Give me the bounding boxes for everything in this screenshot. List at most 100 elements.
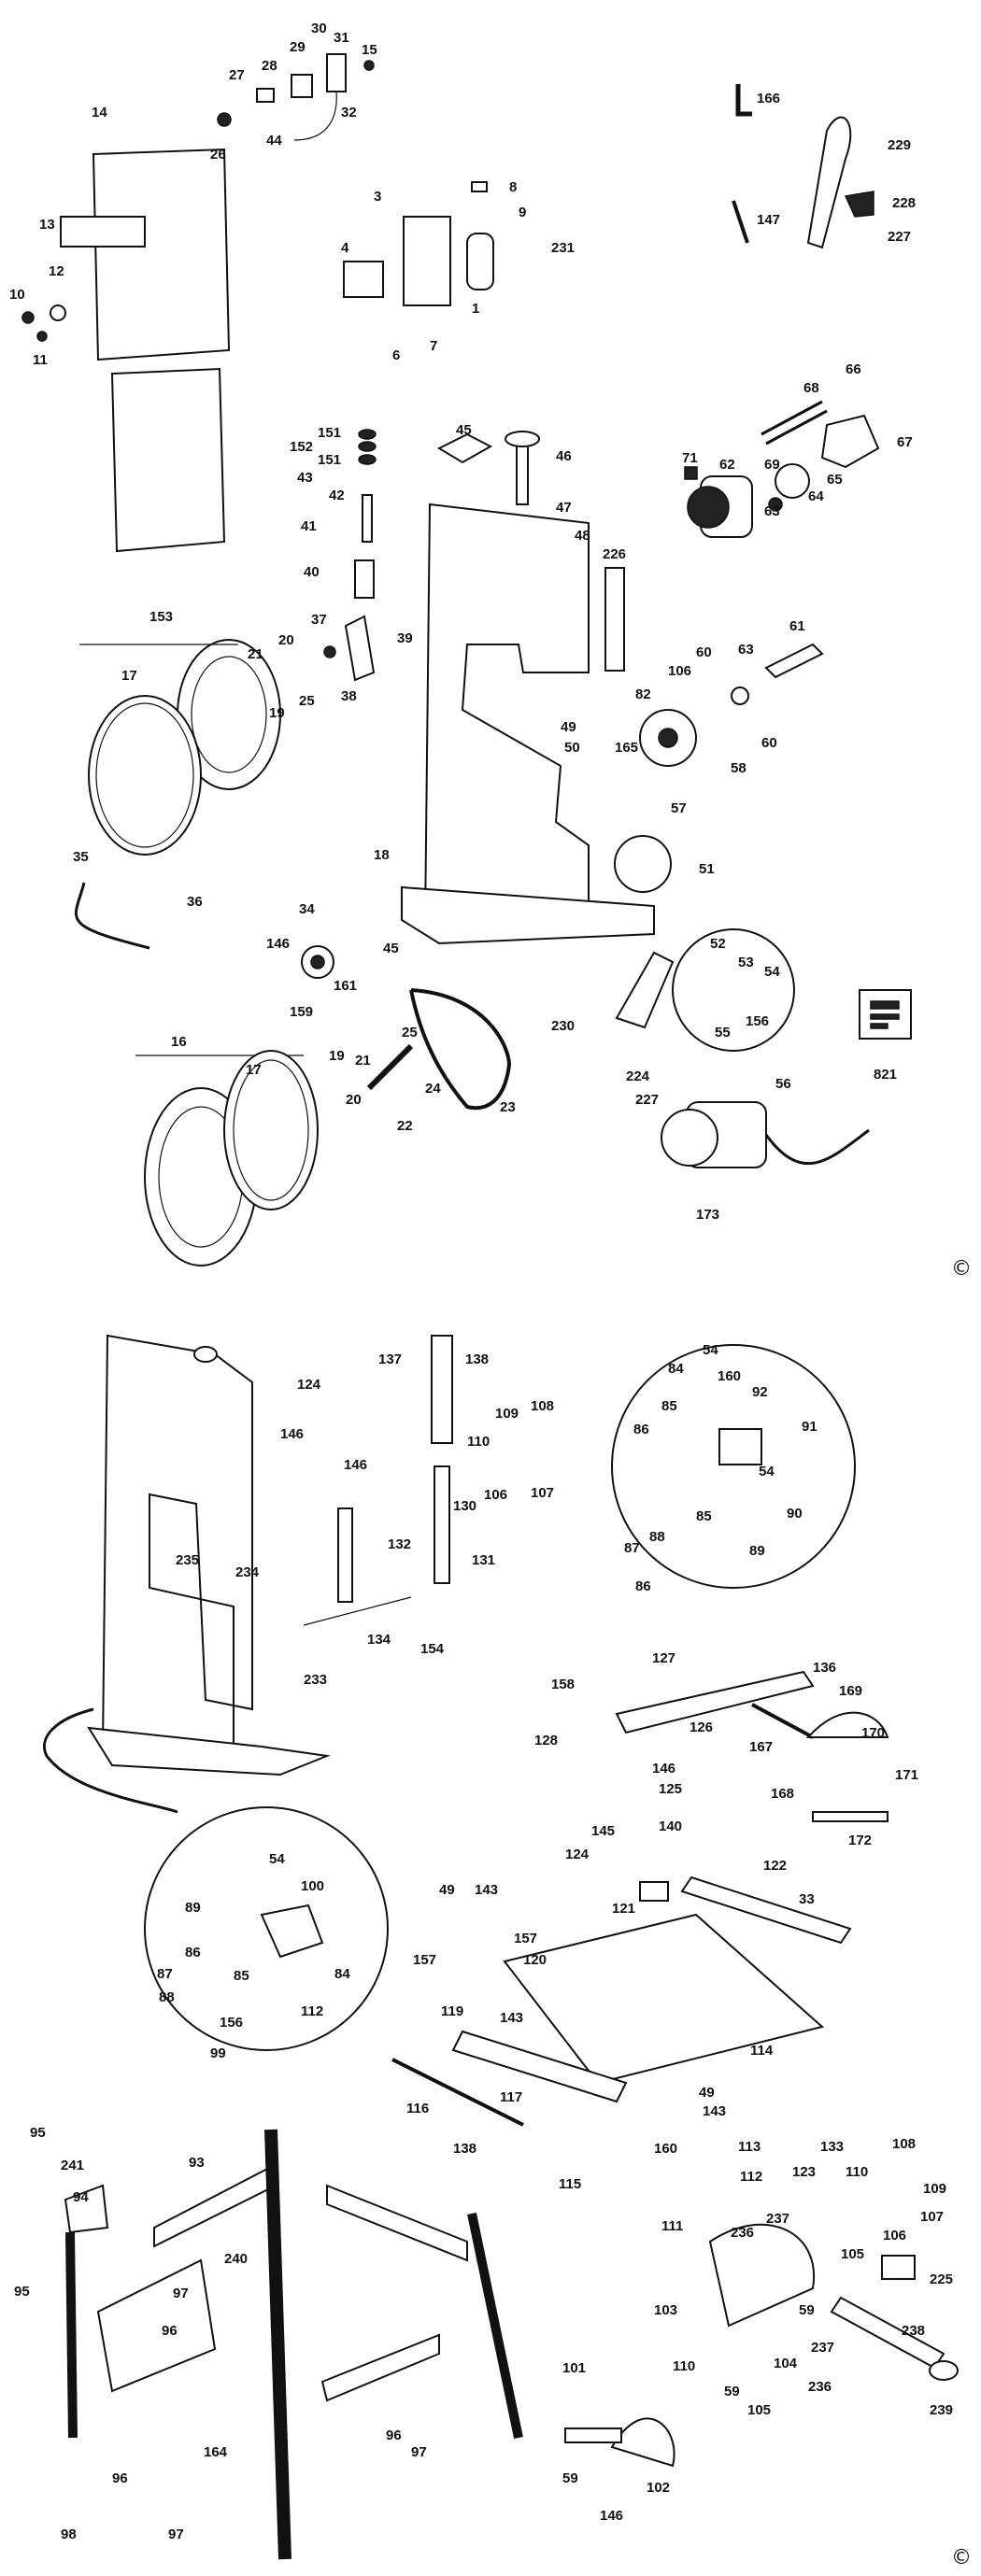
callout-label: 52 bbox=[710, 936, 726, 952]
callout-label: 61 bbox=[789, 618, 805, 634]
callout-label: 108 bbox=[531, 1398, 554, 1414]
callout-label: 96 bbox=[386, 2427, 402, 2443]
callout-label: 41 bbox=[301, 518, 317, 534]
callout-label: 122 bbox=[763, 1858, 787, 1874]
callout-label: 89 bbox=[185, 1900, 201, 1916]
callout-label: 20 bbox=[278, 632, 294, 648]
copyright-mark: © bbox=[951, 2546, 972, 2569]
callout-label: 18 bbox=[374, 847, 390, 863]
callout-label: 124 bbox=[297, 1377, 321, 1393]
callout-label: 110 bbox=[467, 1434, 490, 1450]
callout-label: 69 bbox=[764, 457, 780, 473]
callout-label: 153 bbox=[149, 609, 173, 625]
callout-label: 96 bbox=[162, 2323, 178, 2339]
callout-label: 84 bbox=[668, 1361, 684, 1377]
callout-label: 821 bbox=[874, 1067, 897, 1083]
callout-label: 66 bbox=[846, 361, 861, 377]
callout-label: 171 bbox=[895, 1767, 918, 1783]
callout-label: 22 bbox=[397, 1118, 413, 1134]
callout-label: 228 bbox=[892, 195, 916, 211]
callout-label: 108 bbox=[892, 2136, 916, 2152]
callout-label: 8 bbox=[509, 179, 517, 195]
callout-label: 48 bbox=[575, 528, 590, 544]
callout-label: 166 bbox=[757, 91, 780, 106]
callout-label: 63 bbox=[764, 503, 780, 519]
callout-label: 63 bbox=[738, 642, 754, 658]
copyright-mark: © bbox=[951, 1257, 972, 1281]
callout-label: 31 bbox=[334, 30, 349, 46]
callout-label: 125 bbox=[659, 1781, 682, 1797]
callout-label: 151 bbox=[318, 452, 341, 468]
callout-label: 19 bbox=[329, 1048, 345, 1064]
callout-label: 157 bbox=[514, 1931, 537, 1946]
callout-label: 98 bbox=[61, 2526, 77, 2542]
upper-parts-drawing bbox=[21, 53, 912, 1267]
callout-label: 89 bbox=[749, 1543, 765, 1559]
callout-label: 134 bbox=[367, 1632, 391, 1648]
callout-label: 26 bbox=[210, 147, 226, 163]
callout-label: 123 bbox=[792, 2164, 816, 2180]
callout-label: 82 bbox=[635, 686, 651, 702]
callout-label: 59 bbox=[562, 2470, 578, 2486]
callout-label: 44 bbox=[266, 133, 282, 149]
callout-label: 165 bbox=[615, 740, 638, 756]
callout-label: 160 bbox=[718, 1368, 741, 1384]
callout-label: 14 bbox=[92, 105, 107, 120]
callout-label: 19 bbox=[269, 705, 285, 721]
callout-label: 101 bbox=[562, 2360, 586, 2376]
callout-label: 43 bbox=[297, 470, 313, 486]
callout-label: 96 bbox=[112, 2470, 128, 2486]
callout-label: 64 bbox=[808, 488, 824, 504]
callout-label: 107 bbox=[531, 1485, 554, 1501]
callout-label: 127 bbox=[652, 1650, 675, 1666]
callout-label: 32 bbox=[341, 105, 357, 120]
callout-label: 49 bbox=[561, 719, 576, 735]
callout-label: 126 bbox=[690, 1720, 713, 1735]
callout-label: 33 bbox=[799, 1891, 815, 1907]
lower-parts-drawing bbox=[43, 1334, 959, 2560]
callout-label: 110 bbox=[673, 2358, 695, 2374]
callout-label: 62 bbox=[719, 457, 735, 473]
callout-label: 95 bbox=[30, 2125, 46, 2141]
callout-label: 124 bbox=[565, 1847, 590, 1862]
callout-label: 156 bbox=[746, 1013, 769, 1029]
callout-label: 236 bbox=[808, 2379, 832, 2395]
callout-label: 21 bbox=[355, 1053, 371, 1069]
callout-label: 54 bbox=[759, 1464, 775, 1479]
callout-label: 56 bbox=[775, 1076, 791, 1092]
callout-label: 170 bbox=[861, 1725, 885, 1741]
callout-label: 114 bbox=[750, 2043, 774, 2059]
callout-label: 120 bbox=[523, 1952, 547, 1968]
callout-label: 227 bbox=[888, 229, 911, 245]
callout-label: 160 bbox=[654, 2141, 677, 2157]
callout-label: 47 bbox=[556, 500, 572, 516]
callout-label: 9 bbox=[519, 205, 526, 220]
callout-label: 94 bbox=[73, 2189, 89, 2205]
callout-label: 146 bbox=[266, 936, 290, 952]
callout-label: 92 bbox=[752, 1384, 768, 1400]
callout-label: 140 bbox=[659, 1819, 682, 1834]
callout-label: 54 bbox=[703, 1342, 718, 1358]
callout-label: 97 bbox=[168, 2526, 184, 2542]
callout-label: 146 bbox=[280, 1426, 304, 1442]
callout-label: 20 bbox=[346, 1092, 362, 1108]
callout-label: 30 bbox=[311, 21, 327, 36]
callout-label: 164 bbox=[204, 2444, 228, 2460]
callout-label: 161 bbox=[334, 978, 357, 994]
callout-label: 42 bbox=[329, 488, 345, 503]
callout-label: 225 bbox=[930, 2272, 953, 2287]
callout-label: 39 bbox=[397, 630, 413, 646]
callout-label: 59 bbox=[799, 2302, 815, 2318]
callout-label: 67 bbox=[897, 434, 913, 450]
callout-label: 21 bbox=[248, 646, 263, 662]
callout-label: 58 bbox=[731, 760, 746, 776]
callout-label: 138 bbox=[453, 2141, 476, 2157]
callout-label: 113 bbox=[738, 2139, 761, 2155]
callout-label: 138 bbox=[465, 1352, 489, 1367]
callout-label: 37 bbox=[311, 612, 327, 628]
callout-label: 3 bbox=[374, 189, 381, 205]
callout-label: 7 bbox=[430, 338, 437, 354]
callout-label: 236 bbox=[731, 2225, 754, 2241]
callout-label: 87 bbox=[624, 1540, 640, 1556]
